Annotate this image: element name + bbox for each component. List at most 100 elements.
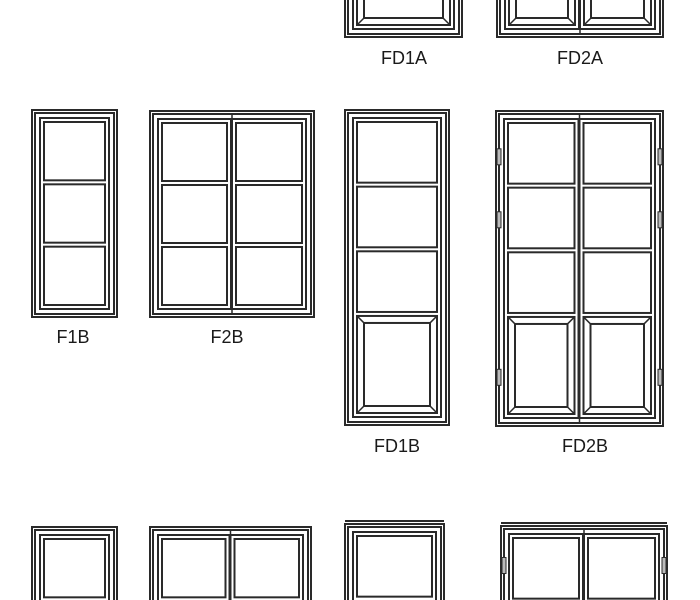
sash-leaf — [157, 118, 232, 310]
sash — [39, 117, 110, 310]
panel-bevel — [356, 17, 365, 26]
door-panel — [356, 0, 451, 26]
door-panel-inner — [590, 0, 645, 19]
outer-frame — [31, 526, 118, 600]
glass-pane — [161, 246, 228, 306]
sash-leaf — [504, 0, 580, 30]
glass-pane — [235, 122, 303, 182]
door-panel-inner — [514, 322, 569, 408]
window-f1b — [31, 109, 118, 318]
label-f2b: F2B — [210, 327, 244, 347]
sash — [352, 0, 455, 30]
glass-pane — [161, 122, 228, 182]
sash-leaf — [352, 531, 437, 600]
outer-frame — [344, 0, 463, 38]
sash-leaf — [231, 118, 307, 310]
panel-bevel — [429, 315, 438, 324]
glass-pane — [582, 251, 652, 314]
door-panel — [507, 315, 576, 415]
glass-pane — [235, 246, 303, 306]
outer-frame — [495, 110, 664, 427]
panel-bevel — [507, 406, 516, 415]
glass-pane — [43, 245, 106, 307]
glass-pane — [356, 121, 438, 184]
door-fd1b — [344, 109, 450, 426]
label-f1b: F1B — [56, 327, 90, 347]
hinge-icon — [657, 148, 663, 166]
sash-leaf — [157, 534, 231, 600]
outer-frame — [149, 526, 312, 600]
label-fd2b: FD2B — [561, 436, 609, 456]
outer-frame — [344, 523, 445, 600]
panel-bevel — [583, 17, 592, 26]
hinge-icon — [657, 368, 663, 386]
panel-bevel — [356, 405, 365, 414]
outer-frame — [496, 0, 664, 38]
sash-leaf — [352, 117, 442, 418]
sash-leaf — [39, 117, 110, 310]
window-f2b — [149, 110, 315, 318]
sash — [229, 534, 304, 600]
glass-pane — [161, 538, 227, 599]
inner-frame — [34, 112, 115, 315]
inner-frame — [34, 529, 115, 600]
door-bottom-1 — [344, 523, 445, 600]
panel-bevel — [429, 405, 438, 414]
door-panel — [356, 314, 438, 414]
sash — [39, 534, 110, 600]
door-fd2a — [496, 0, 664, 38]
panel-bevel — [507, 316, 516, 325]
sash-leaf — [352, 0, 455, 30]
panel-bevel — [566, 316, 576, 325]
glass-pane — [587, 537, 656, 600]
door-panel-inner — [515, 0, 569, 19]
door-fd1a — [344, 0, 463, 38]
hinge-icon — [501, 557, 507, 574]
window-bottom-1 — [31, 526, 118, 600]
sash-leaf — [578, 118, 663, 419]
glass-pane — [161, 184, 228, 244]
label-fd1b: FD1B — [373, 436, 421, 456]
panel-bevel — [508, 17, 517, 26]
sash — [352, 531, 437, 600]
label-fd2a: FD2A — [556, 48, 604, 68]
hinge-icon — [661, 557, 667, 574]
glass-pane — [356, 250, 438, 313]
panel-bevel — [582, 406, 592, 415]
glass-pane — [356, 185, 438, 249]
panel-bevel — [643, 17, 652, 26]
glass-pane — [507, 251, 576, 314]
inner-frame — [347, 526, 442, 600]
door-panel-inner — [363, 0, 444, 19]
hinge-icon — [496, 211, 502, 229]
sash-leaf — [229, 534, 304, 600]
panel-bevel — [582, 316, 592, 325]
door-panel-inner — [363, 321, 431, 407]
panel-bevel — [643, 316, 652, 325]
outer-frame — [500, 525, 668, 600]
door-bottom-2 — [500, 525, 668, 600]
outer-frame — [344, 109, 450, 426]
sash-leaf — [579, 0, 656, 30]
glass-pane — [582, 186, 652, 250]
outer-frame — [149, 110, 315, 318]
outer-frame — [31, 109, 118, 318]
glass-pane — [512, 537, 580, 600]
sash-leaf — [39, 534, 110, 600]
panel-bevel — [643, 406, 652, 415]
window-bottom-2 — [149, 526, 312, 600]
panel-bevel — [442, 17, 451, 26]
door-fd2b — [495, 110, 664, 427]
panel-bevel — [566, 406, 576, 415]
door-panel — [582, 315, 652, 415]
sash — [583, 533, 660, 600]
label-fd1a: FD1A — [380, 48, 428, 68]
glass-pane — [356, 535, 433, 598]
hinge-icon — [657, 211, 663, 229]
sash — [157, 534, 231, 600]
sash — [157, 118, 232, 310]
glass-pane — [582, 122, 652, 185]
door-panel — [583, 0, 652, 26]
sash-leaf — [501, 533, 584, 600]
